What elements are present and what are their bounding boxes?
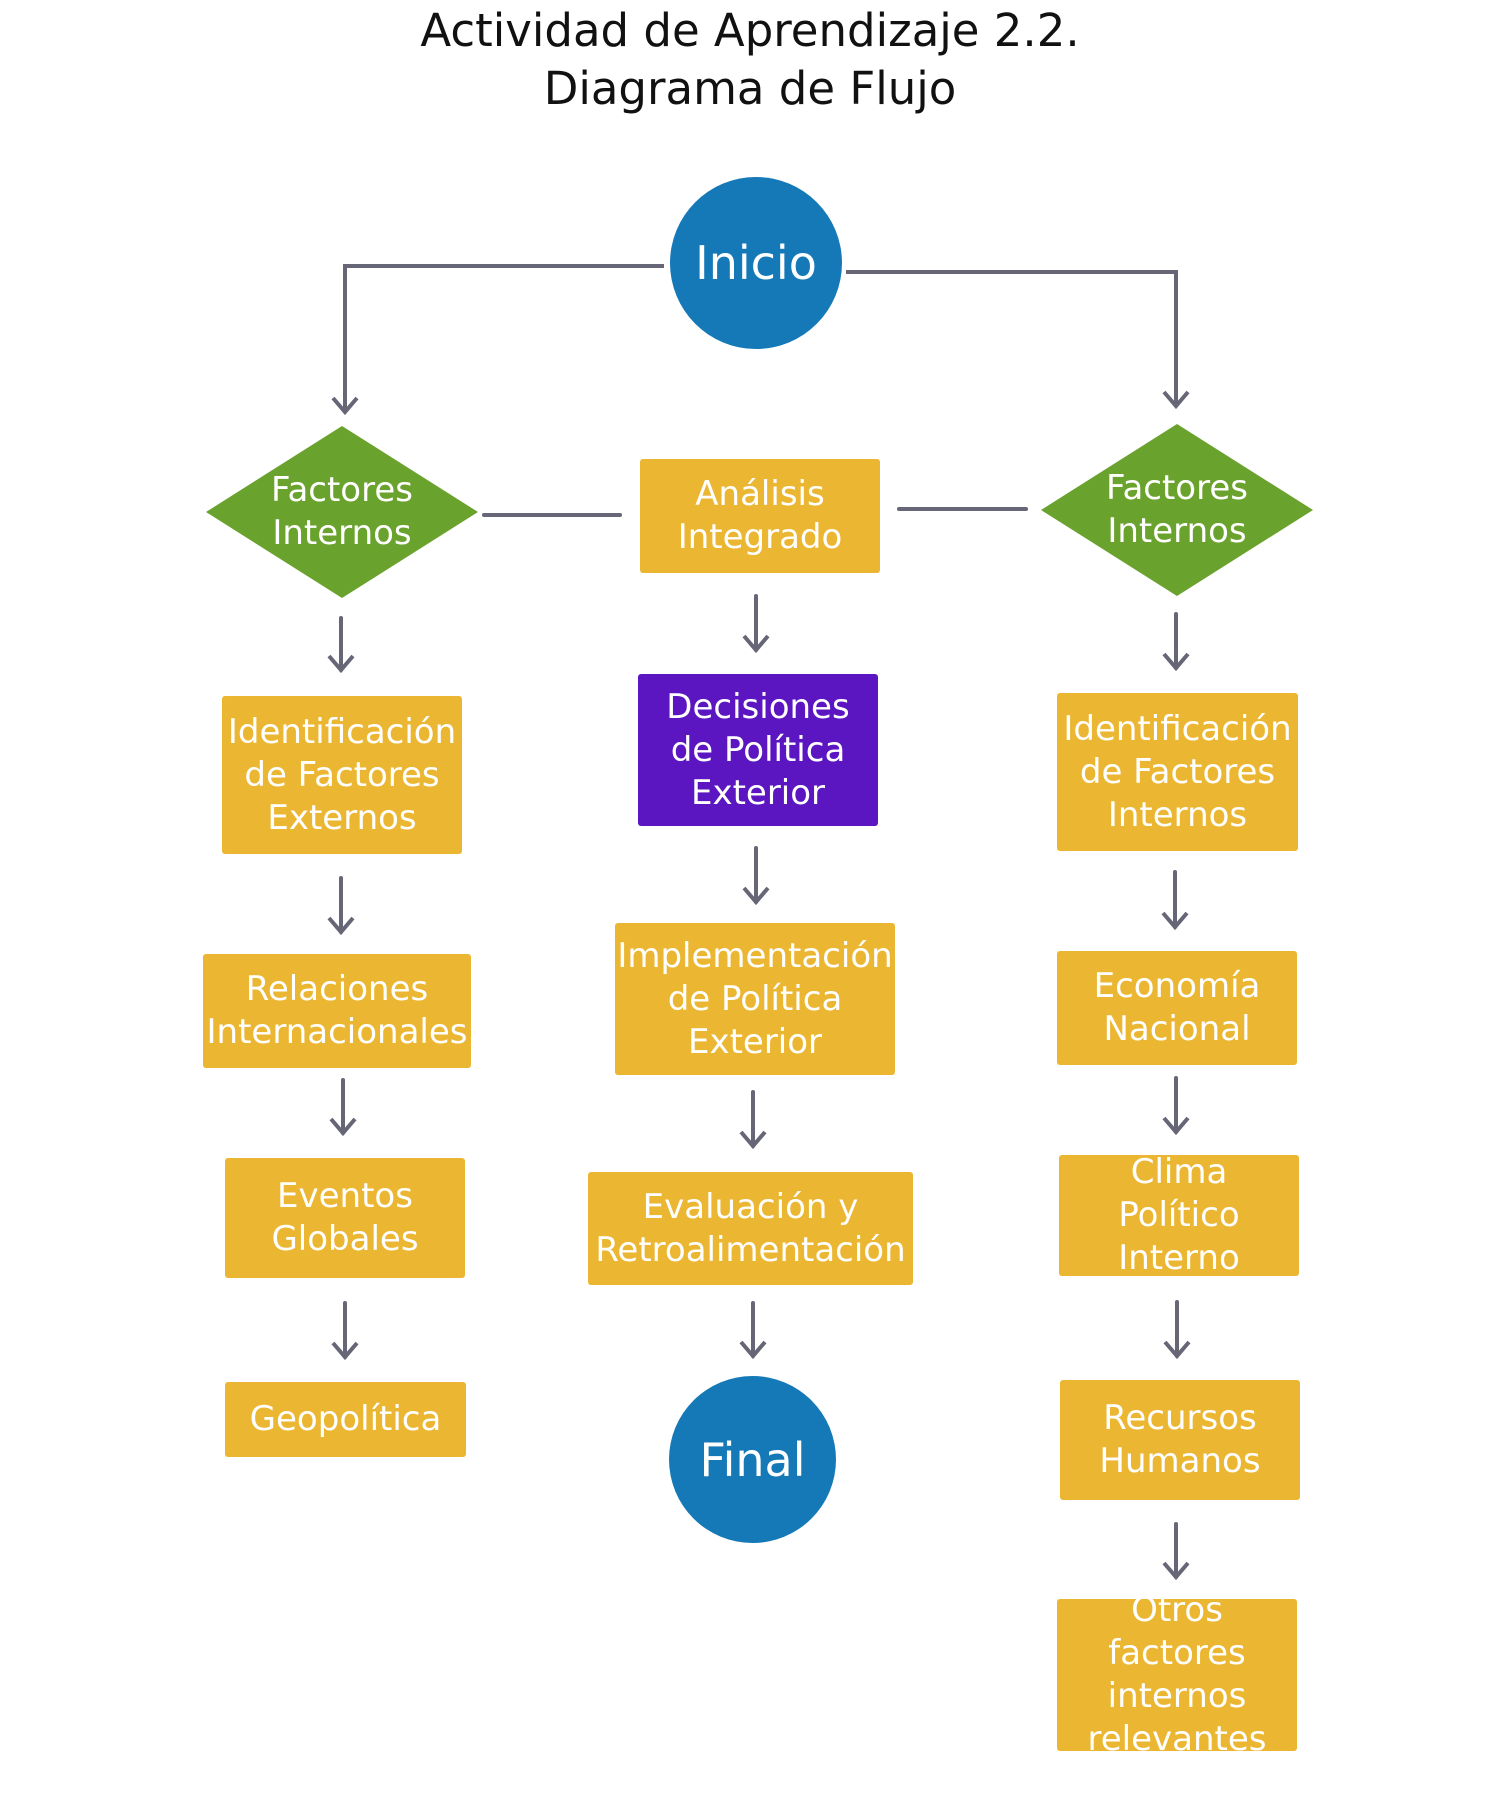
foreign-policy-implementation-node: Implementación de Política Exterior	[615, 923, 895, 1075]
arrow-head	[1163, 1340, 1191, 1360]
start-node: Inicio	[670, 177, 842, 349]
arrow-head	[331, 396, 359, 416]
arrow-head	[739, 1340, 767, 1360]
domestic-political-climate-node: Clima Político Interno	[1059, 1152, 1299, 1278]
arrow-head	[742, 886, 770, 906]
branch-left	[343, 264, 664, 412]
arrow-head	[1162, 1561, 1190, 1581]
right-decision: Factores Internos	[1041, 424, 1313, 596]
right-decision-label: Factores Internos	[1106, 468, 1248, 551]
left-decision: Factores Internos	[206, 426, 478, 598]
diamond-shape	[206, 426, 478, 598]
evaluation-feedback-node: Evaluación y Retroalimentación	[588, 1172, 913, 1285]
global-events-node: Eventos Globales	[225, 1158, 465, 1278]
arrow-head	[331, 1341, 359, 1361]
arrow-head	[1162, 390, 1190, 410]
end-node: Final	[669, 1376, 836, 1543]
page-title: Actividad de Aprendizaje 2.2.	[420, 4, 1080, 57]
right-identification-node: Identificación de Factores Internos	[1057, 693, 1298, 851]
arrow-head	[1162, 1116, 1190, 1136]
integrated-analysis-node: Análisis Integrado	[640, 459, 880, 573]
page-subtitle: Diagrama de Flujo	[543, 62, 957, 115]
branch-right	[846, 270, 1178, 406]
arrow-head	[739, 1130, 767, 1150]
international-relations-node: Relaciones Internacionales	[203, 954, 471, 1068]
arrow-head	[329, 1117, 357, 1137]
foreign-policy-decisions-node: Decisiones de Política Exterior	[638, 674, 878, 826]
geopolitics-node: Geopolítica	[225, 1382, 466, 1457]
left-decision-label: Factores Internos	[271, 470, 413, 553]
arrow-head	[742, 634, 770, 654]
arrow-head	[327, 916, 355, 936]
arrow-head	[1161, 911, 1189, 931]
human-resources-node: Recursos Humanos	[1060, 1380, 1300, 1500]
arrow-head	[1162, 652, 1190, 672]
national-economy-node: Economía Nacional	[1057, 951, 1297, 1065]
left-identification-node: Identificación de Factores Externos	[222, 696, 462, 854]
other-internal-factors-node: Otros factores internos relevantes	[1057, 1590, 1297, 1759]
diamond-shape	[1041, 424, 1313, 596]
arrow-head	[327, 654, 355, 674]
